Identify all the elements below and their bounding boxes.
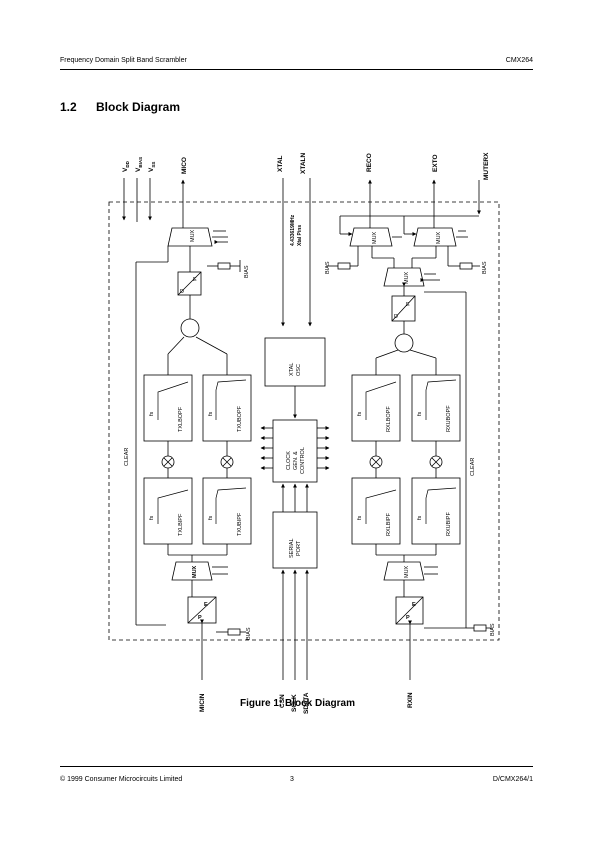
svg-text:P: P: [198, 615, 202, 621]
label-xtal-osc-1: XTAL: [289, 363, 295, 376]
pin-vdd: VDD: [122, 160, 130, 172]
section-title: Block Diagram: [96, 100, 181, 114]
svg-text:fs: fs: [357, 411, 363, 416]
label-clock-3: CONTROL: [300, 447, 306, 474]
label-rxubipf: RXUBIPF: [446, 512, 452, 536]
svg-text:D: D: [394, 314, 398, 320]
pin-sclk: SCLK: [291, 694, 298, 712]
chip-outline: [108, 201, 500, 641]
label-txlbopf: TXLBOPF: [178, 406, 184, 432]
svg-text:fs: fs: [357, 515, 363, 520]
footer-copyright: © 1999 Consumer Microcircuits Limited: [60, 776, 183, 783]
label-clear-tx: CLEAR: [124, 448, 130, 466]
svg-text:fs: fs: [208, 515, 214, 520]
xtal-note-pins: Xtal Pins: [297, 225, 303, 246]
svg-text:BIAS: BIAS: [244, 265, 250, 278]
svg-text:BIAS: BIAS: [490, 623, 496, 636]
label-txubopf: TXUBOPF: [237, 405, 243, 432]
pin-xtaln: XTALN: [300, 153, 307, 174]
svg-text:fs: fs: [149, 411, 155, 416]
pin-mico: MICO: [181, 157, 188, 174]
svg-text:E: E: [193, 277, 197, 283]
svg-text:fs: fs: [208, 411, 214, 416]
header-title: Frequency Domain Split Band Scrambler: [60, 57, 187, 64]
pin-vss: VSS: [148, 162, 156, 172]
rx-chain: [326, 215, 492, 680]
svg-text:BIAS: BIAS: [482, 261, 488, 274]
footer-doc-id: D/CMX264/1: [492, 776, 533, 783]
svg-text:E: E: [204, 602, 208, 608]
section-number: 1.2: [60, 100, 77, 114]
svg-text:MUX: MUX: [436, 231, 442, 244]
label-rxlbipf: RXLBIPF: [386, 512, 392, 536]
pin-rxin: RXIN: [407, 692, 414, 708]
svg-text:E: E: [406, 302, 410, 308]
pin-vbias: VBIAS: [135, 157, 143, 172]
pin-micin: MICIN: [199, 693, 206, 712]
svg-text:fs: fs: [417, 515, 423, 520]
tx-chain: [135, 227, 252, 680]
svg-text:P: P: [406, 615, 410, 621]
label-clock-1: CLOCK: [286, 451, 292, 470]
pin-xtal: XTAL: [277, 155, 284, 172]
svg-text:fs: fs: [417, 411, 423, 416]
footer-page-number: 3: [290, 776, 294, 783]
svg-text:E: E: [412, 602, 416, 608]
footer-rule: [60, 766, 533, 767]
svg-text:MUX: MUX: [372, 231, 378, 244]
header-part-number: CMX264: [505, 57, 533, 64]
label-rxlbopf: RXLBOPF: [386, 406, 392, 432]
svg-text:MUX: MUX: [404, 565, 410, 578]
xtal-note-freq: 4.433619MHz: [290, 214, 296, 246]
svg-text:BIAS: BIAS: [246, 627, 252, 640]
label-clock-2: GEN. &: [293, 451, 299, 470]
label-serial-2: PORT: [296, 540, 302, 556]
label-txubipf: TXUBIPF: [237, 512, 243, 536]
header-rule: [60, 69, 533, 70]
svg-text:MUX: MUX: [404, 271, 410, 284]
svg-text:fs: fs: [149, 515, 155, 520]
pin-reco: RECO: [366, 153, 373, 172]
svg-text:D: D: [180, 289, 184, 295]
center-blocks: [260, 337, 330, 680]
pin-exto: EXTO: [432, 154, 439, 172]
pin-muterx: MUTERX: [483, 152, 490, 180]
svg-text:MUX: MUX: [192, 565, 198, 578]
tx-labels: MUX BIAS D E TXLBOPF TXUBOPF TXLBIPF TXU…: [124, 229, 252, 640]
pin-sdata: SDATA: [303, 692, 310, 714]
label-xtal-osc-2: OSC: [296, 364, 302, 376]
label-serial-1: SERIAL: [289, 538, 295, 558]
figure-caption: Figure 1: Block Diagram: [239, 698, 356, 709]
label-clear-rx: CLEAR: [470, 458, 476, 476]
label-rxubopf: RXUBOPF: [446, 405, 452, 432]
label-txlbipf: TXLBIPF: [178, 513, 184, 536]
rx-labels: MUX MUX BIAS BIAS MUX D E RXLBOPF RXUBOP…: [325, 231, 496, 636]
svg-text:MUX: MUX: [190, 229, 196, 242]
pin-csn: CSN: [279, 694, 286, 708]
svg-text:BIAS: BIAS: [325, 261, 331, 274]
